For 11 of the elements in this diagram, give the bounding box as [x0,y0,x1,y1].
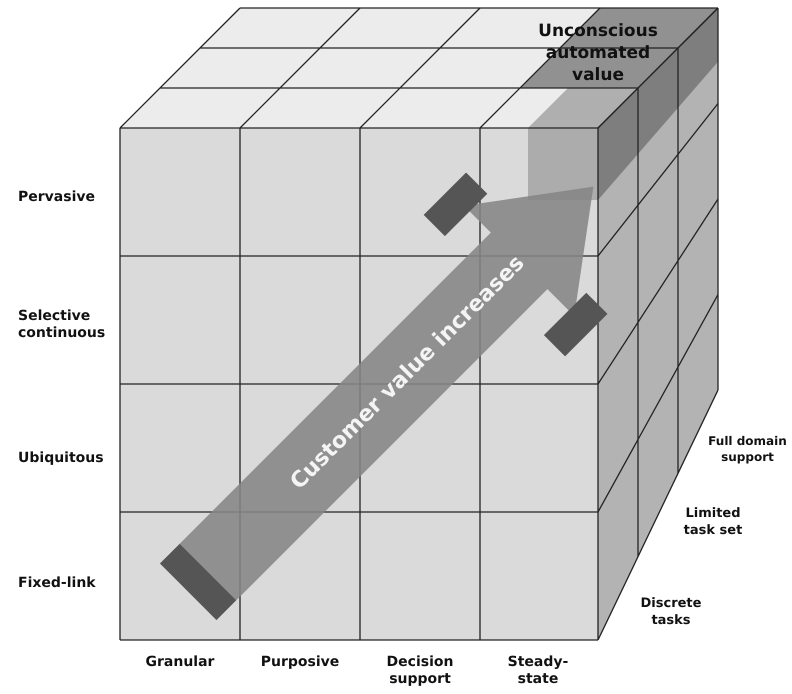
axis-label: Limited task set [682,505,744,539]
axis-label: Full domain support [707,433,788,465]
axis-label: Fixed-link [18,575,97,592]
axis-label: Granular [144,654,216,671]
axis-label: Pervasive [18,189,96,206]
axis-label: Decision support [386,654,454,688]
axis-label: Selective continuous [18,308,106,342]
axis-label: Steady-state [506,654,570,688]
axis-label: Ubiquitous [18,450,105,467]
axis-label: Discrete tasks [640,595,702,629]
axis-label: Purposive [260,654,340,671]
